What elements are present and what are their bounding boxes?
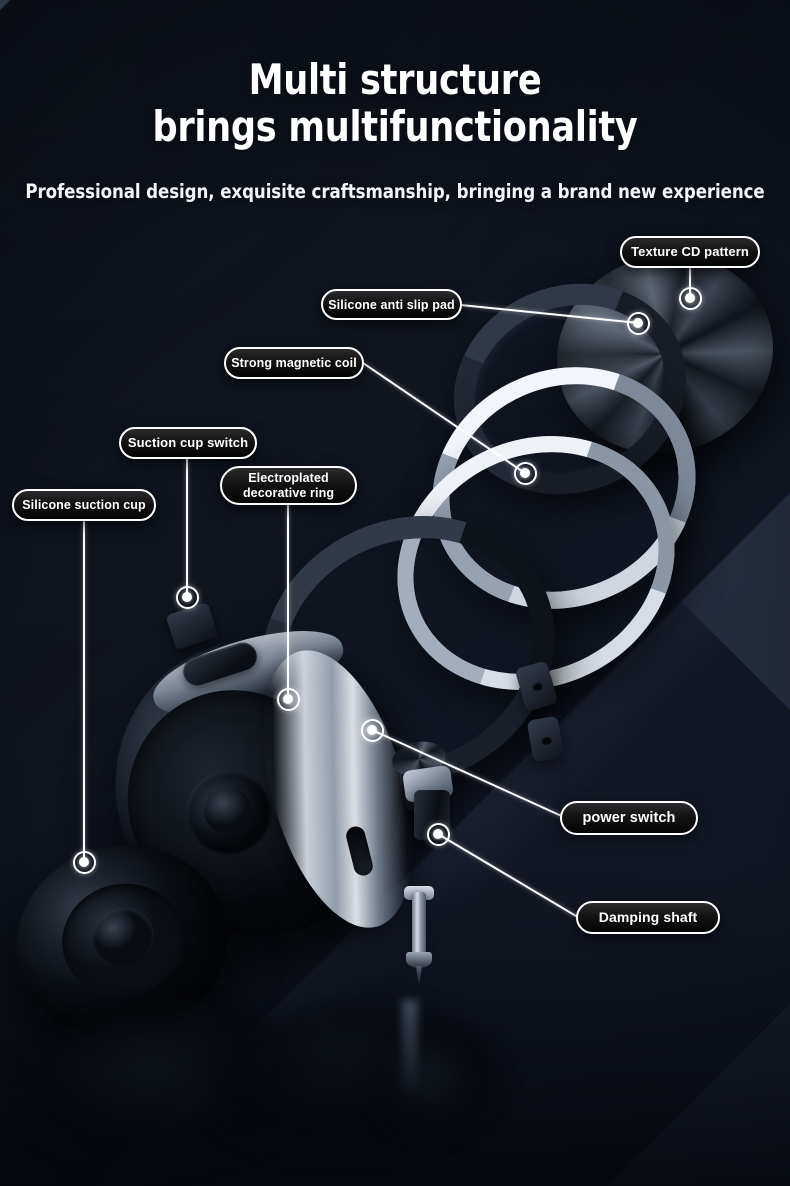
callout-label-line-1: Electroplated bbox=[248, 471, 329, 485]
callout-label: Texture CD pattern bbox=[631, 243, 749, 259]
marker-dot-power-switch[interactable] bbox=[360, 718, 384, 742]
marker-dot-silicone-anti-slip-pad[interactable] bbox=[626, 311, 650, 335]
marker-dot-suction-cup-switch[interactable] bbox=[175, 585, 199, 609]
callout-damping-shaft[interactable]: Damping shaft bbox=[576, 901, 720, 934]
marker-dot-electroplated-decorative-ring[interactable] bbox=[276, 687, 300, 711]
callout-electroplated-decorative-ring[interactable]: Electroplated decorative ring bbox=[220, 466, 357, 505]
callout-label: Silicone anti slip pad bbox=[328, 297, 455, 312]
page-title: Multi structure brings multifunctionalit… bbox=[28, 56, 763, 150]
marker-dot-silicone-suction-cup[interactable] bbox=[72, 850, 96, 874]
callout-power-switch[interactable]: power switch bbox=[560, 801, 698, 835]
callout-label: power switch bbox=[582, 809, 676, 826]
marker-dot-damping-shaft[interactable] bbox=[426, 822, 450, 846]
callout-suction-cup-switch[interactable]: Suction cup switch bbox=[119, 427, 257, 459]
page-subtitle: Professional design, exquisite craftsman… bbox=[25, 180, 765, 203]
callout-label-line-2: decorative ring bbox=[242, 485, 335, 500]
leader-line-electroplated-decorative-ring bbox=[287, 503, 289, 699]
floor-reflection bbox=[376, 1040, 506, 1160]
callout-texture-cd-pattern[interactable]: Texture CD pattern bbox=[620, 236, 760, 268]
suction-cup-switch-tab bbox=[165, 602, 219, 650]
callout-silicone-suction-cup[interactable]: Silicone suction cup bbox=[12, 489, 156, 521]
leader-line-silicone-suction-cup bbox=[83, 521, 85, 862]
mount-lug bbox=[526, 715, 565, 763]
screw-shank bbox=[412, 892, 426, 956]
marker-dot-texture-cd-pattern[interactable] bbox=[678, 286, 702, 310]
callout-label: Silicone suction cup bbox=[22, 498, 146, 512]
callout-label: Suction cup switch bbox=[127, 434, 249, 450]
callout-label: Damping shaft bbox=[598, 908, 698, 925]
leader-line-suction-cup-switch bbox=[186, 458, 188, 597]
callout-strong-magnetic-coil[interactable]: Strong magnetic coil bbox=[224, 347, 364, 379]
housing-hub-center bbox=[204, 788, 252, 834]
page-title-line-2: brings multifunctionality bbox=[152, 102, 638, 152]
page-title-line-1: Multi structure bbox=[248, 55, 542, 104]
callout-silicone-anti-slip-pad[interactable]: Silicone anti slip pad bbox=[321, 289, 462, 320]
marker-dot-strong-magnetic-coil[interactable] bbox=[513, 461, 537, 485]
screw-collar bbox=[406, 952, 432, 968]
callout-label: Strong magnetic coil bbox=[231, 356, 357, 370]
screw-point bbox=[416, 966, 422, 988]
leader-line-texture-cd-pattern bbox=[689, 268, 691, 298]
floor-reflection-screw bbox=[402, 1000, 418, 1096]
